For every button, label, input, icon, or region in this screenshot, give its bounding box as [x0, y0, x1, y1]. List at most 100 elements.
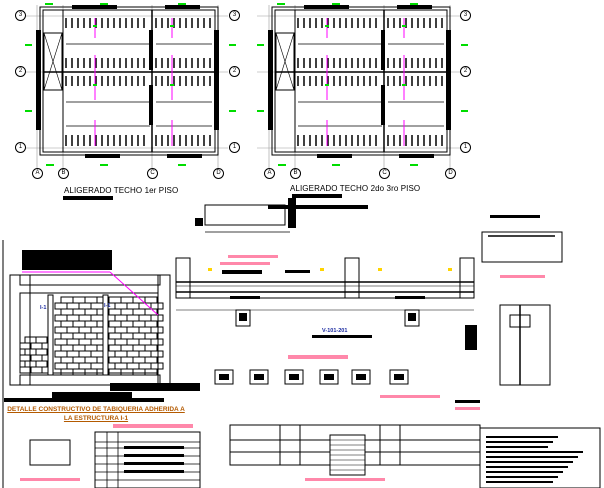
plan-1-title: ALIGERADO TECHO 1er PISO — [64, 186, 179, 195]
note-block — [395, 296, 425, 299]
brick — [138, 362, 152, 370]
marker-green — [402, 84, 406, 86]
rebar — [254, 374, 264, 380]
dim-bar — [304, 5, 349, 9]
plan-inner — [274, 9, 448, 153]
brick — [120, 356, 134, 364]
wall-detail-title: DETALLE CONSTRUCTIVO DE TABIQUERIA ADHER… — [7, 406, 185, 422]
brick — [60, 308, 74, 316]
dim-bar — [72, 5, 117, 9]
grid-axis-a: A — [32, 168, 43, 179]
dim-green — [461, 110, 468, 112]
table-text — [124, 446, 184, 449]
brick — [66, 362, 80, 370]
brick — [150, 326, 164, 334]
marker-yellow — [378, 268, 382, 271]
brick — [78, 350, 92, 358]
brick — [150, 350, 164, 358]
dim-green — [25, 44, 32, 46]
brick — [35, 336, 48, 344]
brick — [60, 344, 74, 352]
brick — [30, 366, 43, 374]
brick — [78, 362, 92, 370]
brick — [19, 354, 32, 362]
brick — [138, 338, 152, 346]
note-block — [490, 215, 540, 218]
dim-green — [277, 3, 285, 5]
note-block — [52, 392, 132, 398]
brick — [90, 338, 104, 346]
note-block — [285, 270, 310, 273]
table-text — [124, 454, 184, 457]
dim-green — [100, 164, 108, 166]
small-detail — [29, 439, 71, 466]
brick — [108, 320, 122, 328]
brick — [72, 356, 86, 364]
column — [279, 424, 301, 466]
pink-label — [228, 255, 278, 258]
pink-label — [500, 275, 545, 278]
dim-green — [410, 164, 418, 166]
section-mark — [195, 218, 203, 226]
brick — [90, 302, 104, 310]
note-line — [486, 441, 553, 443]
brick — [72, 344, 86, 352]
grid-axis-2-r: 2 — [229, 66, 240, 77]
dim-bar — [317, 154, 352, 158]
brick — [66, 302, 80, 310]
brick — [66, 326, 80, 334]
plan-inner — [42, 9, 216, 153]
note-line — [486, 471, 563, 473]
dim-bar — [399, 154, 434, 158]
brick — [150, 362, 164, 370]
grid-axis-3-r2: 3 — [460, 10, 471, 21]
brick — [150, 338, 164, 346]
brick — [150, 302, 164, 310]
dim-green — [229, 44, 236, 46]
marker-green — [170, 84, 174, 86]
brick — [35, 360, 48, 368]
brick — [144, 296, 158, 304]
section-detail — [319, 369, 339, 385]
brick — [84, 308, 98, 316]
brick — [132, 368, 146, 376]
tie-column — [102, 294, 109, 376]
section-detail — [351, 369, 371, 385]
dim-green — [410, 3, 418, 5]
brick — [114, 338, 128, 346]
note-line — [486, 451, 583, 453]
section-detail — [249, 369, 269, 385]
brick — [78, 326, 92, 334]
brick — [54, 338, 68, 346]
stair — [43, 32, 63, 91]
brick — [66, 314, 80, 322]
brick — [120, 368, 134, 376]
wall-tag-2: I-1 — [104, 303, 111, 309]
dim-green — [45, 3, 53, 5]
brick — [54, 362, 68, 370]
brick — [144, 332, 158, 340]
brick — [84, 368, 98, 376]
note-line — [486, 446, 548, 448]
note-block — [455, 400, 480, 403]
brick — [120, 320, 134, 328]
brick — [144, 320, 158, 328]
brick — [54, 326, 68, 334]
section-detail — [214, 369, 234, 385]
note-line — [486, 436, 558, 438]
tie-column — [47, 294, 54, 376]
brick — [120, 308, 134, 316]
brick — [138, 350, 152, 358]
brick — [72, 308, 86, 316]
brick — [126, 302, 140, 310]
brick — [144, 344, 158, 352]
brick — [30, 354, 43, 362]
brick — [108, 344, 122, 352]
dim-bar — [165, 5, 200, 9]
dim-green — [229, 110, 236, 112]
marker-green — [170, 25, 174, 27]
top-beam — [19, 274, 161, 286]
brick — [132, 344, 146, 352]
brick — [108, 356, 122, 364]
brick — [78, 314, 92, 322]
